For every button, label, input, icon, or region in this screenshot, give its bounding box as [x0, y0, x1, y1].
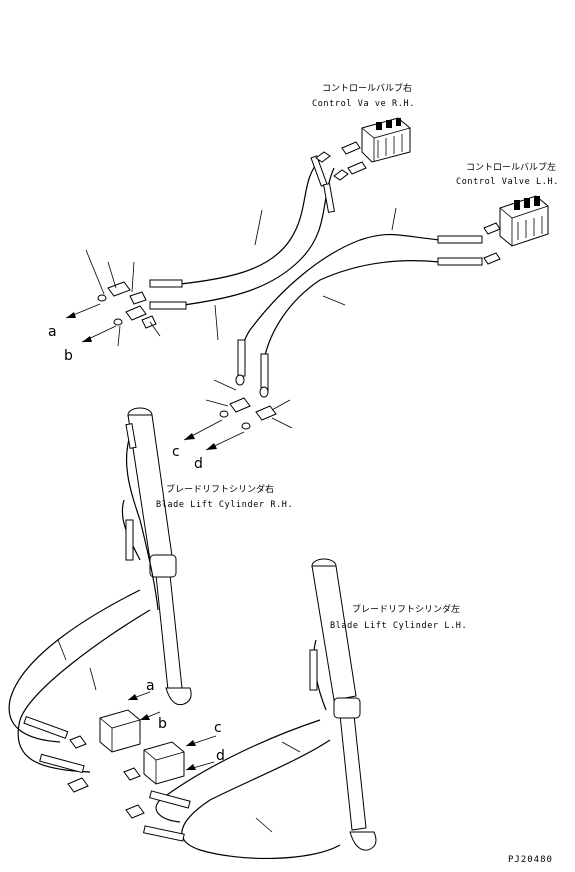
lower-valve-block-1	[67, 709, 141, 793]
control-valve-lh-jp-label: コントロールバルブ左	[466, 161, 556, 173]
control-valve-rh-en-label: Control Va ve R.H.	[312, 99, 415, 109]
label-b-top: b	[64, 348, 73, 364]
control-valve-rh-jp-label: コントロールバルブ右	[322, 82, 412, 94]
label-b-low: b	[158, 716, 167, 732]
upper-hoses-lh	[237, 207, 483, 393]
label-a-low: a	[146, 678, 155, 694]
lower-arrows	[127, 691, 217, 771]
label-c-low: c	[214, 720, 222, 736]
lower-hoses	[8, 589, 341, 860]
label-a-top: a	[48, 324, 57, 340]
fitting-group-ab	[65, 249, 161, 347]
blade-lift-cylinder-lh	[309, 558, 377, 851]
upper-hoses-rh	[149, 151, 349, 341]
blade-lift-lh-en-label: Blade Lift Cylinder L.H.	[330, 621, 467, 631]
blade-lift-rh-en-label: Blade Lift Cylinder R.H.	[156, 500, 293, 510]
label-d-low: d	[216, 748, 225, 764]
blade-lift-rh-jp-label: ブレードリフトシリンダ右	[166, 483, 274, 495]
label-d-mid: d	[194, 456, 203, 472]
label-c-mid: c	[172, 444, 180, 460]
control-valve-lh	[483, 195, 549, 265]
control-valve-lh-en-label: Control Valve L.H.	[456, 177, 559, 187]
blade-lift-lh-jp-label: ブレードリフトシリンダ左	[352, 603, 460, 615]
lower-valve-block-2	[123, 741, 185, 819]
blade-lift-cylinder-rh	[121, 407, 192, 706]
fitting-group-cd	[183, 374, 293, 451]
figure-code: PJ20480	[508, 855, 553, 865]
control-valve-rh	[341, 117, 411, 175]
